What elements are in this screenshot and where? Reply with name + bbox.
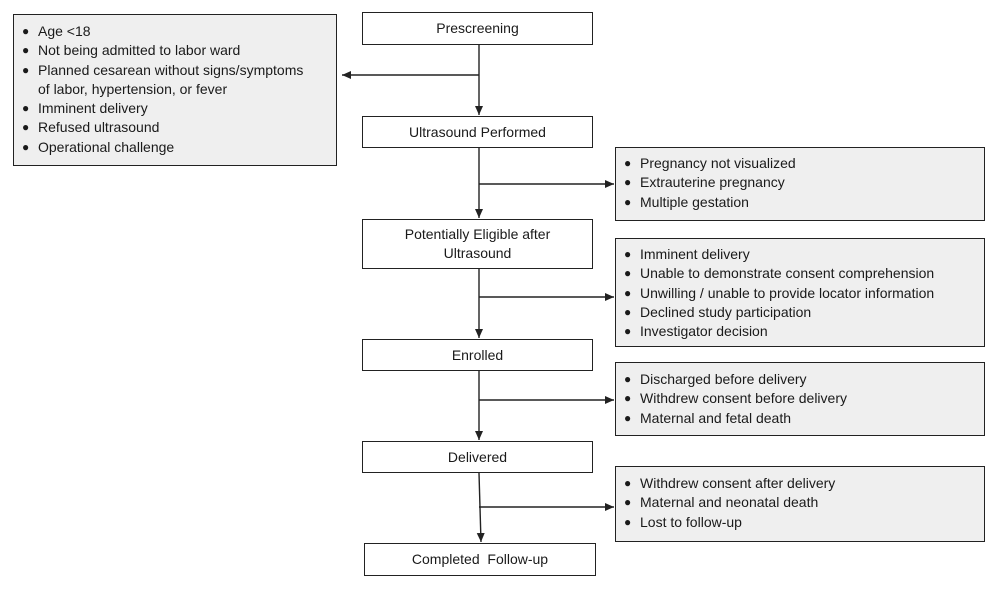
bullet-icon: ● [624, 247, 632, 261]
exclusion-item: ●Extrauterine pregnancy [616, 173, 984, 192]
exclusion-item: ●Imminent delivery [616, 245, 984, 264]
bullet-icon: ● [22, 120, 30, 135]
exclusion-item: ●Age <18 [14, 22, 336, 41]
exclusion-item: ●Planned cesarean without signs/symptoms [14, 61, 336, 80]
bullet-icon: ● [22, 24, 30, 38]
step-ultrasound-label: Ultrasound Performed [409, 123, 546, 140]
step-completed-label: Completed Follow-up [411, 551, 549, 567]
bullet-icon: ● [22, 101, 30, 116]
exclusion-item: ●Investigator decision [616, 322, 984, 341]
bullet-icon: ● [624, 266, 632, 281]
exclusion-box-enrolled: ●Discharged before delivery ●Withdrew co… [615, 362, 985, 436]
exclusion-item: ●Lost to follow-up [616, 513, 984, 532]
exclusion-box-prescreening: ●Age <18 ●Not being admitted to labor wa… [13, 14, 337, 166]
exclusion-item: ●Unwilling / unable to provide locator i… [616, 284, 984, 303]
exclusion-box-eligible: ●Imminent delivery ●Unable to demonstrat… [615, 238, 985, 347]
exclusion-box-ultrasound: ●Pregnancy not visualized ●Extrauterine … [615, 147, 985, 221]
step-potentially-eligible: Potentially Eligible after Ultrasound [362, 219, 593, 269]
bullet-icon: ● [624, 476, 632, 490]
bullet-icon: ● [624, 285, 632, 300]
exclusion-item: ●Refused ultrasound [14, 118, 336, 137]
exclusion-item: ●Withdrew consent before delivery [616, 389, 984, 408]
step-prescreening: Prescreening [362, 12, 593, 45]
step-prescreening-label: Prescreening [436, 20, 519, 36]
bullet-icon: ● [22, 139, 30, 154]
bullet-icon: ● [22, 43, 30, 58]
step-delivered-label: Delivered [447, 448, 508, 465]
bullet-icon: ● [624, 410, 632, 425]
exclusion-item: ●Multiple gestation [616, 193, 984, 212]
exclusion-item: ●Withdrew consent after delivery [616, 474, 984, 493]
exclusion-item: ●Pregnancy not visualized [616, 154, 984, 173]
bullet-icon: ● [22, 62, 30, 77]
exclusion-item: ●Operational challenge [14, 138, 336, 157]
exclusion-item: ●Maternal and fetal death [616, 409, 984, 428]
bullet-icon: ● [624, 156, 632, 170]
bullet-icon: ● [624, 495, 632, 510]
bullet-icon: ● [624, 175, 632, 190]
exclusion-item: ●Not being admitted to labor ward [14, 41, 336, 60]
bullet-icon: ● [624, 372, 632, 386]
exclusion-item: ●Imminent delivery [14, 99, 336, 118]
exclusion-item: ●Maternal and neonatal death [616, 493, 984, 512]
bullet-icon: ● [624, 391, 632, 406]
exclusion-item: ●Declined study participation [616, 303, 984, 322]
exclusion-item: ●Unable to demonstrate consent comprehen… [616, 264, 984, 283]
step-eligible-label-line1: Potentially Eligible after [404, 226, 551, 242]
bullet-icon: ● [624, 514, 632, 529]
exclusion-box-delivered: ●Withdrew consent after delivery ●Matern… [615, 466, 985, 542]
exclusion-item: ●Discharged before delivery [616, 370, 984, 389]
step-enrolled-label: Enrolled [451, 346, 504, 363]
bullet-icon: ● [624, 324, 632, 339]
bullet-icon: ● [624, 304, 632, 319]
step-delivered: Delivered [362, 441, 593, 473]
exclusion-item-continuation: of labor, hypertension, or fever [38, 80, 228, 97]
step-enrolled: Enrolled [362, 339, 593, 371]
step-ultrasound-performed: Ultrasound Performed [362, 116, 593, 148]
step-eligible-label-line2: Ultrasound [443, 245, 512, 261]
bullet-icon: ● [624, 194, 632, 209]
step-completed-follow-up: Completed Follow-up [364, 543, 596, 576]
